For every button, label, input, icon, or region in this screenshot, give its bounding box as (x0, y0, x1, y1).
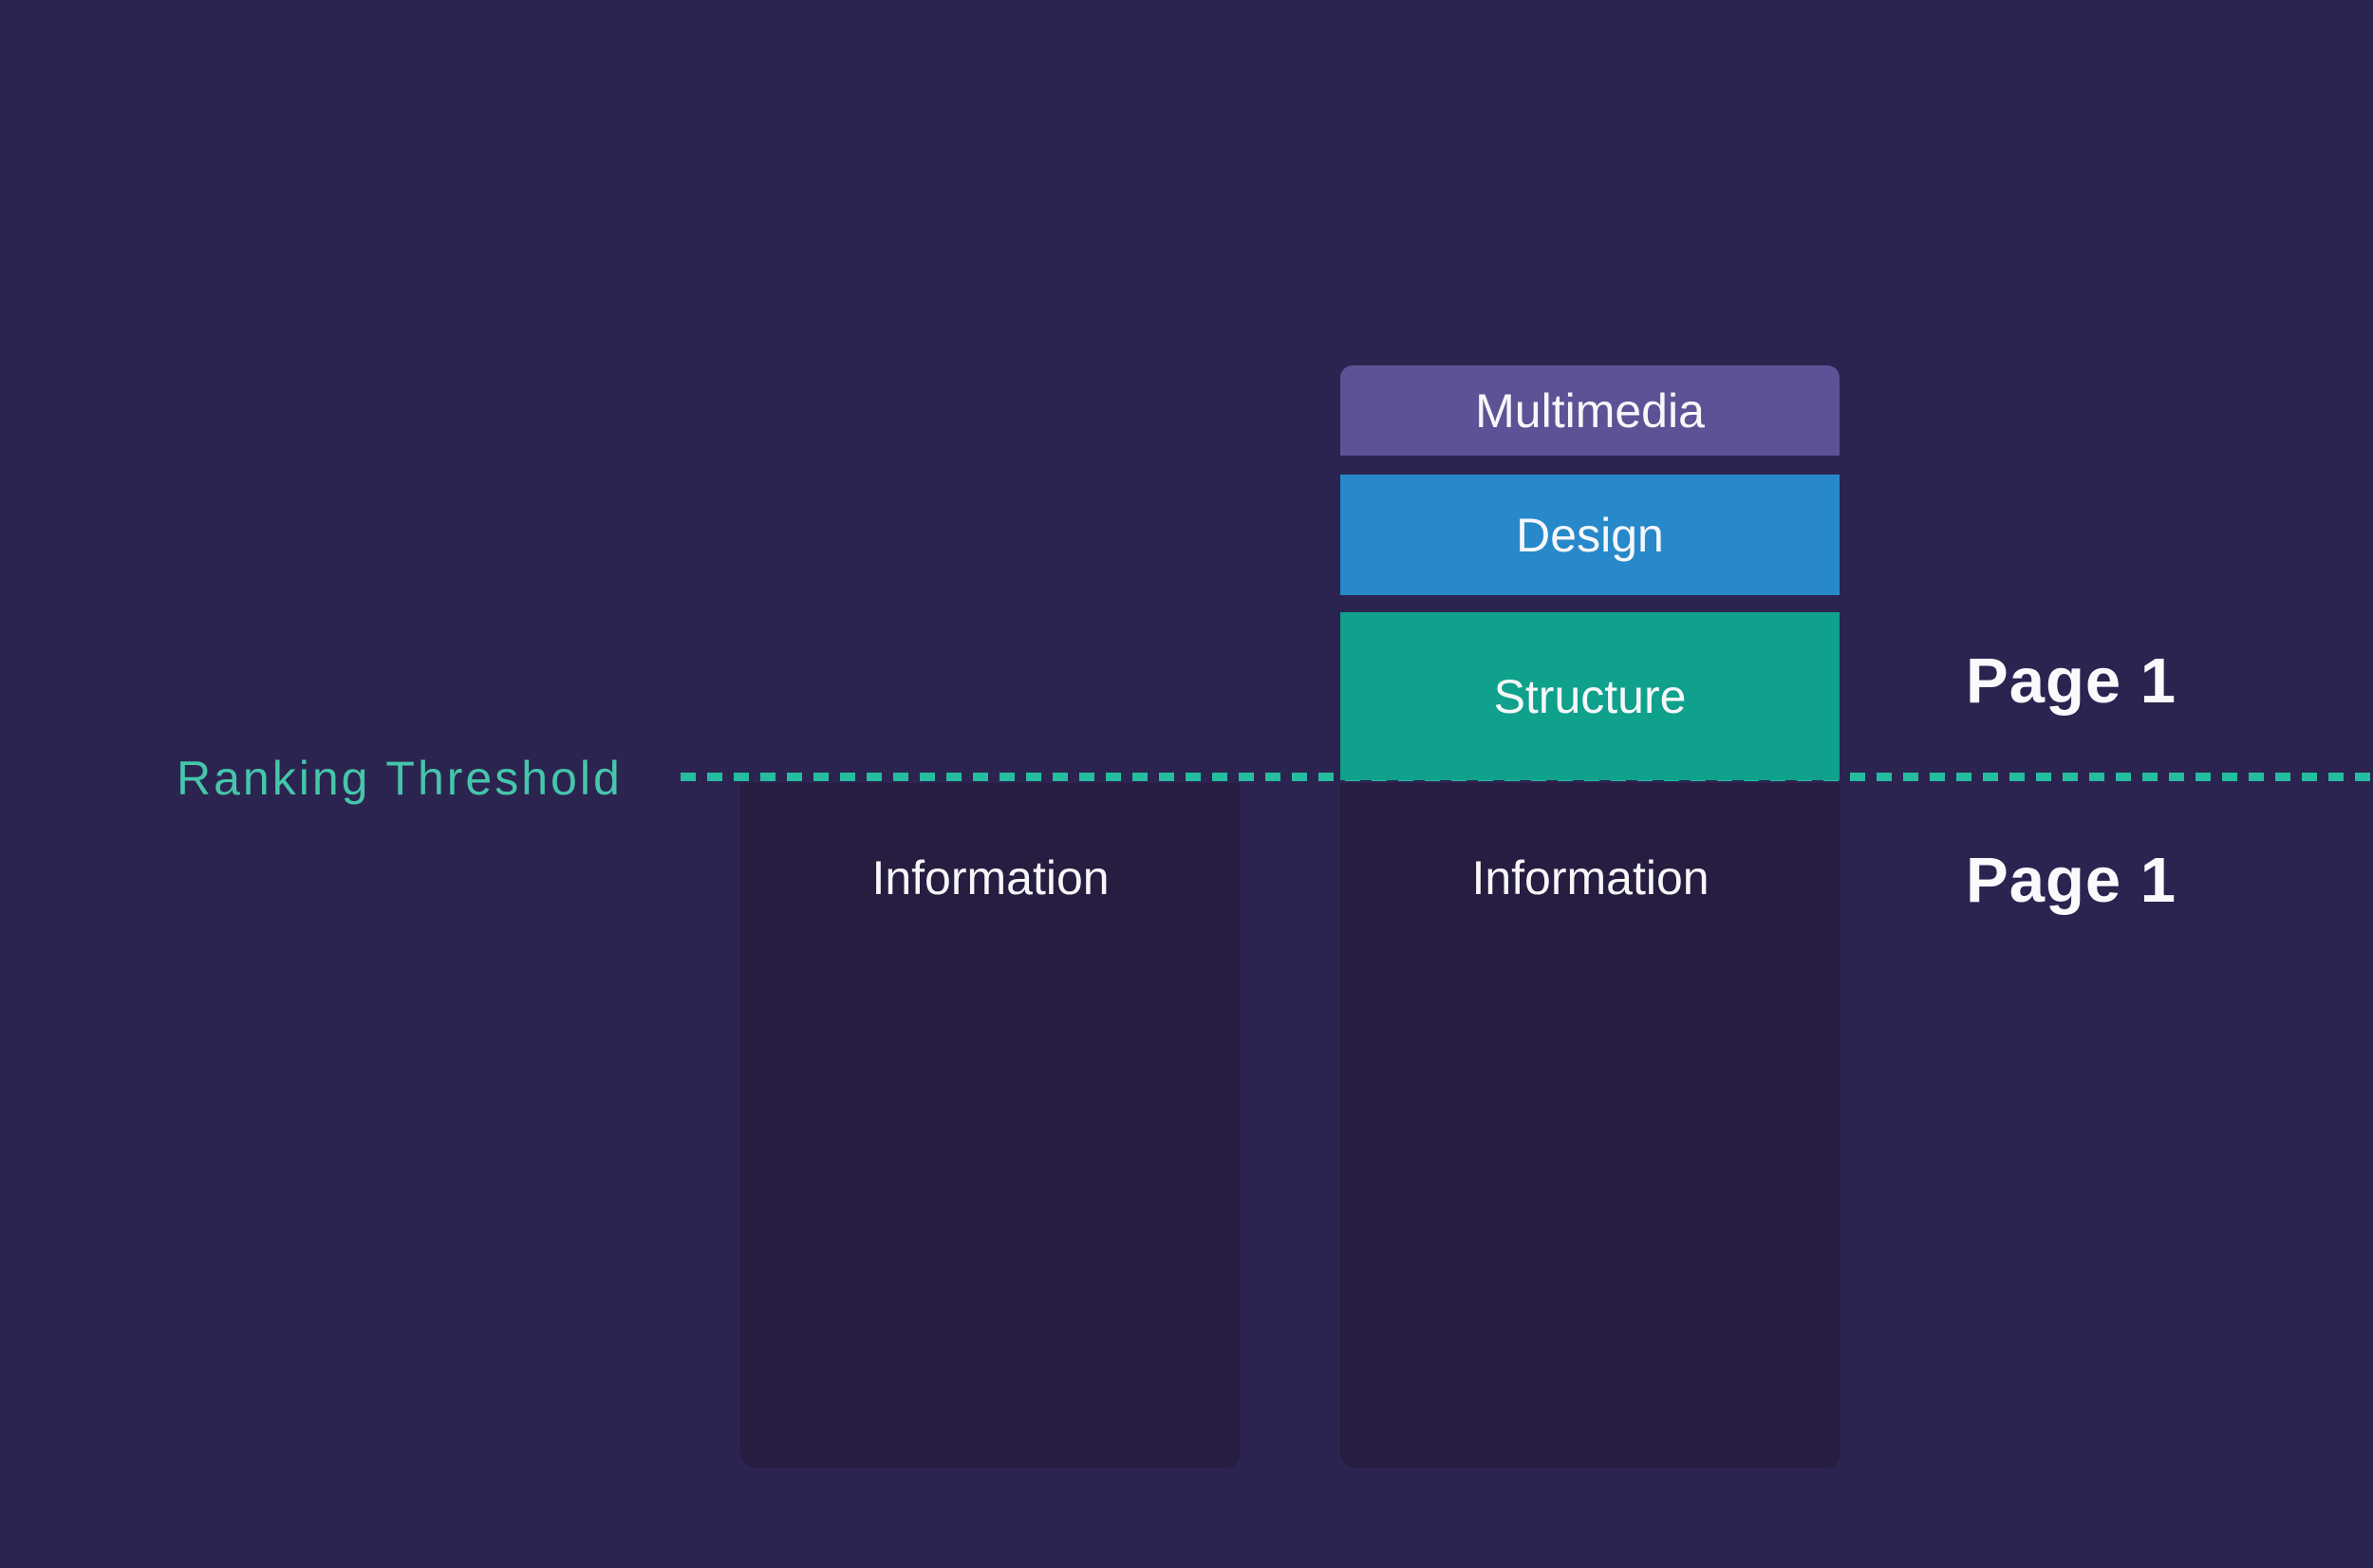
right-content-column: Information (1340, 783, 1840, 1468)
page-1-label-above-threshold: Page 1 (1966, 645, 2177, 717)
left-content-column: Information (740, 783, 1241, 1468)
structure-block: Structure (1340, 612, 1840, 780)
multimedia-block: Multimedia (1340, 365, 1840, 456)
ranking-threshold-label: Ranking Threshold (177, 752, 623, 805)
design-block: Design (1340, 475, 1840, 595)
left-information-label: Information (871, 851, 1110, 905)
design-label: Design (1516, 508, 1664, 562)
structure-label: Structure (1493, 669, 1687, 723)
right-information-label: Information (1471, 851, 1710, 905)
multimedia-label: Multimedia (1475, 383, 1705, 438)
page-1-label-below-threshold: Page 1 (1966, 845, 2177, 916)
